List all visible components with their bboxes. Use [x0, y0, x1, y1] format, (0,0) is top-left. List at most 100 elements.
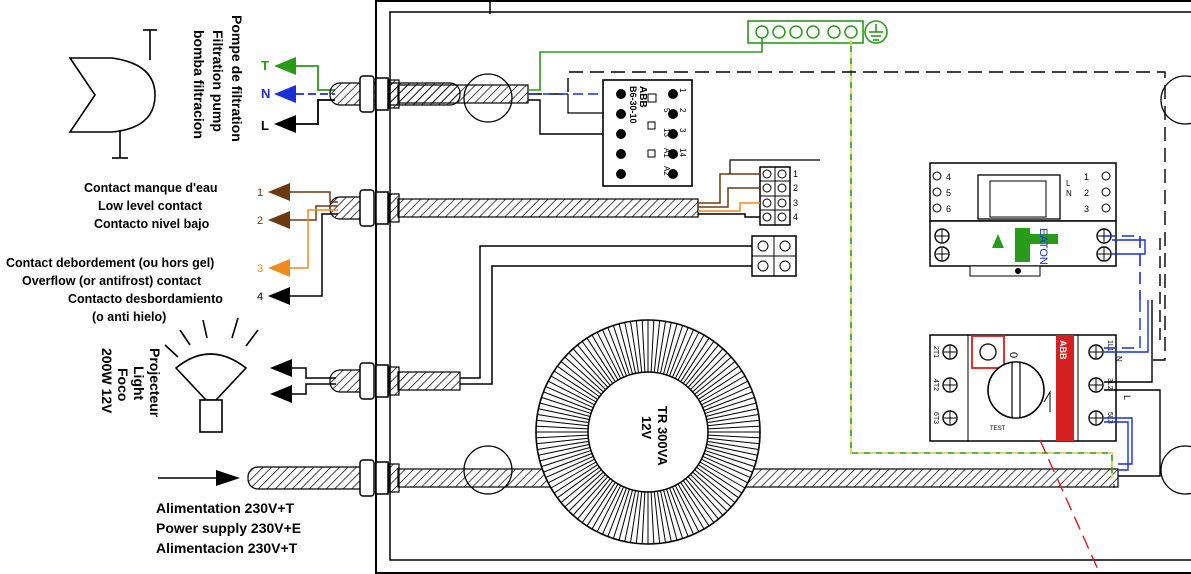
contactor-t5: 5 [662, 108, 671, 113]
pump-label-fr: Pompe de filtration [229, 15, 245, 142]
cable-gland-3 [329, 362, 461, 400]
transformer-winding [690, 352, 728, 390]
transformer-winding [560, 361, 602, 395]
transformer-winding [705, 447, 757, 462]
tb-num-1: 1 [793, 169, 798, 179]
transformer-winding [680, 482, 710, 527]
contactor-t1: 1 [678, 88, 687, 93]
tb-num-4: 4 [793, 212, 798, 222]
mount-hole-br [1160, 445, 1191, 495]
transformer-winding [671, 486, 695, 535]
transformer-winding [692, 471, 732, 508]
red-dashed-line [1039, 439, 1101, 574]
transformer-winding [698, 464, 743, 494]
level-line3: Contacto nivel bajo [94, 217, 210, 231]
transformer-winding [635, 320, 643, 373]
transformer-winding [682, 480, 715, 523]
transformer-winding [650, 320, 655, 373]
abb-breaker: ABB 0 TEST 2T1 4T2 6T3 N 1L1 3L2 5L3 L [929, 334, 1132, 442]
transformer-winding [701, 458, 749, 484]
level-line2: Low level contact [98, 199, 203, 213]
contactor-t14: 14 [678, 148, 687, 157]
transformer-winding [601, 486, 625, 535]
pump-label: Pompe de filtration Filtration pump bomb… [191, 15, 245, 142]
mount-hole-tl [463, 73, 513, 123]
light-symbol [164, 317, 259, 433]
transformer-winding [596, 485, 622, 533]
transformer-winding [568, 474, 606, 512]
transformer-winding [545, 385, 594, 409]
overflow-line2: Overflow (or antifrost) contact [22, 274, 202, 288]
transformer-winding [706, 443, 758, 456]
breaker-brand: ABB [1058, 340, 1068, 360]
level-contact-label: Contact manque d'eau Low level contact C… [84, 181, 218, 231]
transformer-winding [687, 348, 724, 388]
transformer-line1: TR 300VA [655, 406, 670, 466]
power-line3: Alimentacion 230V+T [156, 540, 298, 556]
contactor-t13: 13 [662, 128, 671, 137]
eaton-timer: 4 5 6 1 2 3 L N EATON [929, 162, 1117, 277]
transformer-winding [671, 329, 695, 378]
transformer-winding [550, 375, 597, 403]
transformer-winding [701, 380, 749, 406]
transformer-winding [607, 487, 627, 537]
light-label: Projecteur Light Foco 200W 12V [99, 348, 163, 418]
transformer-winding [586, 337, 616, 382]
transformer-winding [698, 370, 743, 400]
contactor-a1: A1 [662, 148, 671, 158]
transformer-winding [707, 413, 759, 424]
transformer: TR 300VA 12V [535, 319, 761, 545]
transformer-winding [692, 356, 732, 393]
pump-wires: T N L [261, 57, 335, 133]
transformer-winding [707, 437, 760, 445]
transformer-line2: 12V [639, 416, 654, 439]
level-line1: Contact manque d'eau [84, 181, 218, 195]
transformer-winding [669, 487, 689, 537]
timer-tl: L [1066, 179, 1071, 188]
transformer-winding [677, 483, 705, 530]
earth-bar [489, 0, 888, 44]
transformer-winding [577, 478, 611, 520]
transformer-winding [696, 466, 739, 499]
transformer-winding [586, 482, 616, 527]
timer-t1: 1 [1084, 172, 1089, 182]
breaker-2t1: 2T1 [932, 346, 939, 358]
transformer-winding [541, 396, 592, 414]
terminal-block: 1 2 3 4 [759, 166, 798, 226]
wire-n-label: N [261, 86, 270, 101]
power-line2: Power supply 230V+E [156, 520, 301, 536]
breaker-zero: 0 [1007, 352, 1019, 358]
enclosure-outer [375, 0, 1191, 574]
overflow-line3: Contacto desbordamiento [68, 292, 223, 306]
transformer-winding [557, 466, 600, 499]
transformer-winding [629, 321, 640, 373]
timer-brand: EATON [1037, 228, 1049, 265]
transformer-winding [581, 480, 614, 523]
pump-label-es: bomba filtracion [191, 30, 207, 139]
timer-t5: 5 [946, 188, 951, 198]
transformer-winding [641, 320, 646, 373]
transformer-winding [663, 323, 678, 375]
timer-t6: 6 [946, 204, 951, 214]
transformer-winding [536, 419, 589, 427]
light-line4: 200W 12V [99, 348, 115, 414]
transformer-winding [536, 437, 589, 445]
transformer-winding [707, 419, 760, 427]
transformer-winding [659, 490, 672, 542]
transformer-winding [653, 491, 661, 544]
transformer-winding [704, 396, 755, 414]
transformer-winding [536, 425, 589, 430]
transformer-winding [539, 402, 591, 417]
transformer-winding [560, 469, 602, 503]
contactor-model: B6-30-10 [628, 86, 638, 124]
power-arrow [158, 470, 240, 486]
transformer-winding [699, 375, 746, 403]
overflow-line4: (o anti hielo) [92, 310, 166, 324]
light-terminal-block [751, 235, 797, 277]
contactor-t2: 2 [678, 108, 687, 113]
mount-hole-bl [463, 445, 513, 495]
transformer-winding [624, 322, 637, 374]
wire-t-label: T [261, 58, 269, 73]
transformer-winding [618, 489, 633, 541]
